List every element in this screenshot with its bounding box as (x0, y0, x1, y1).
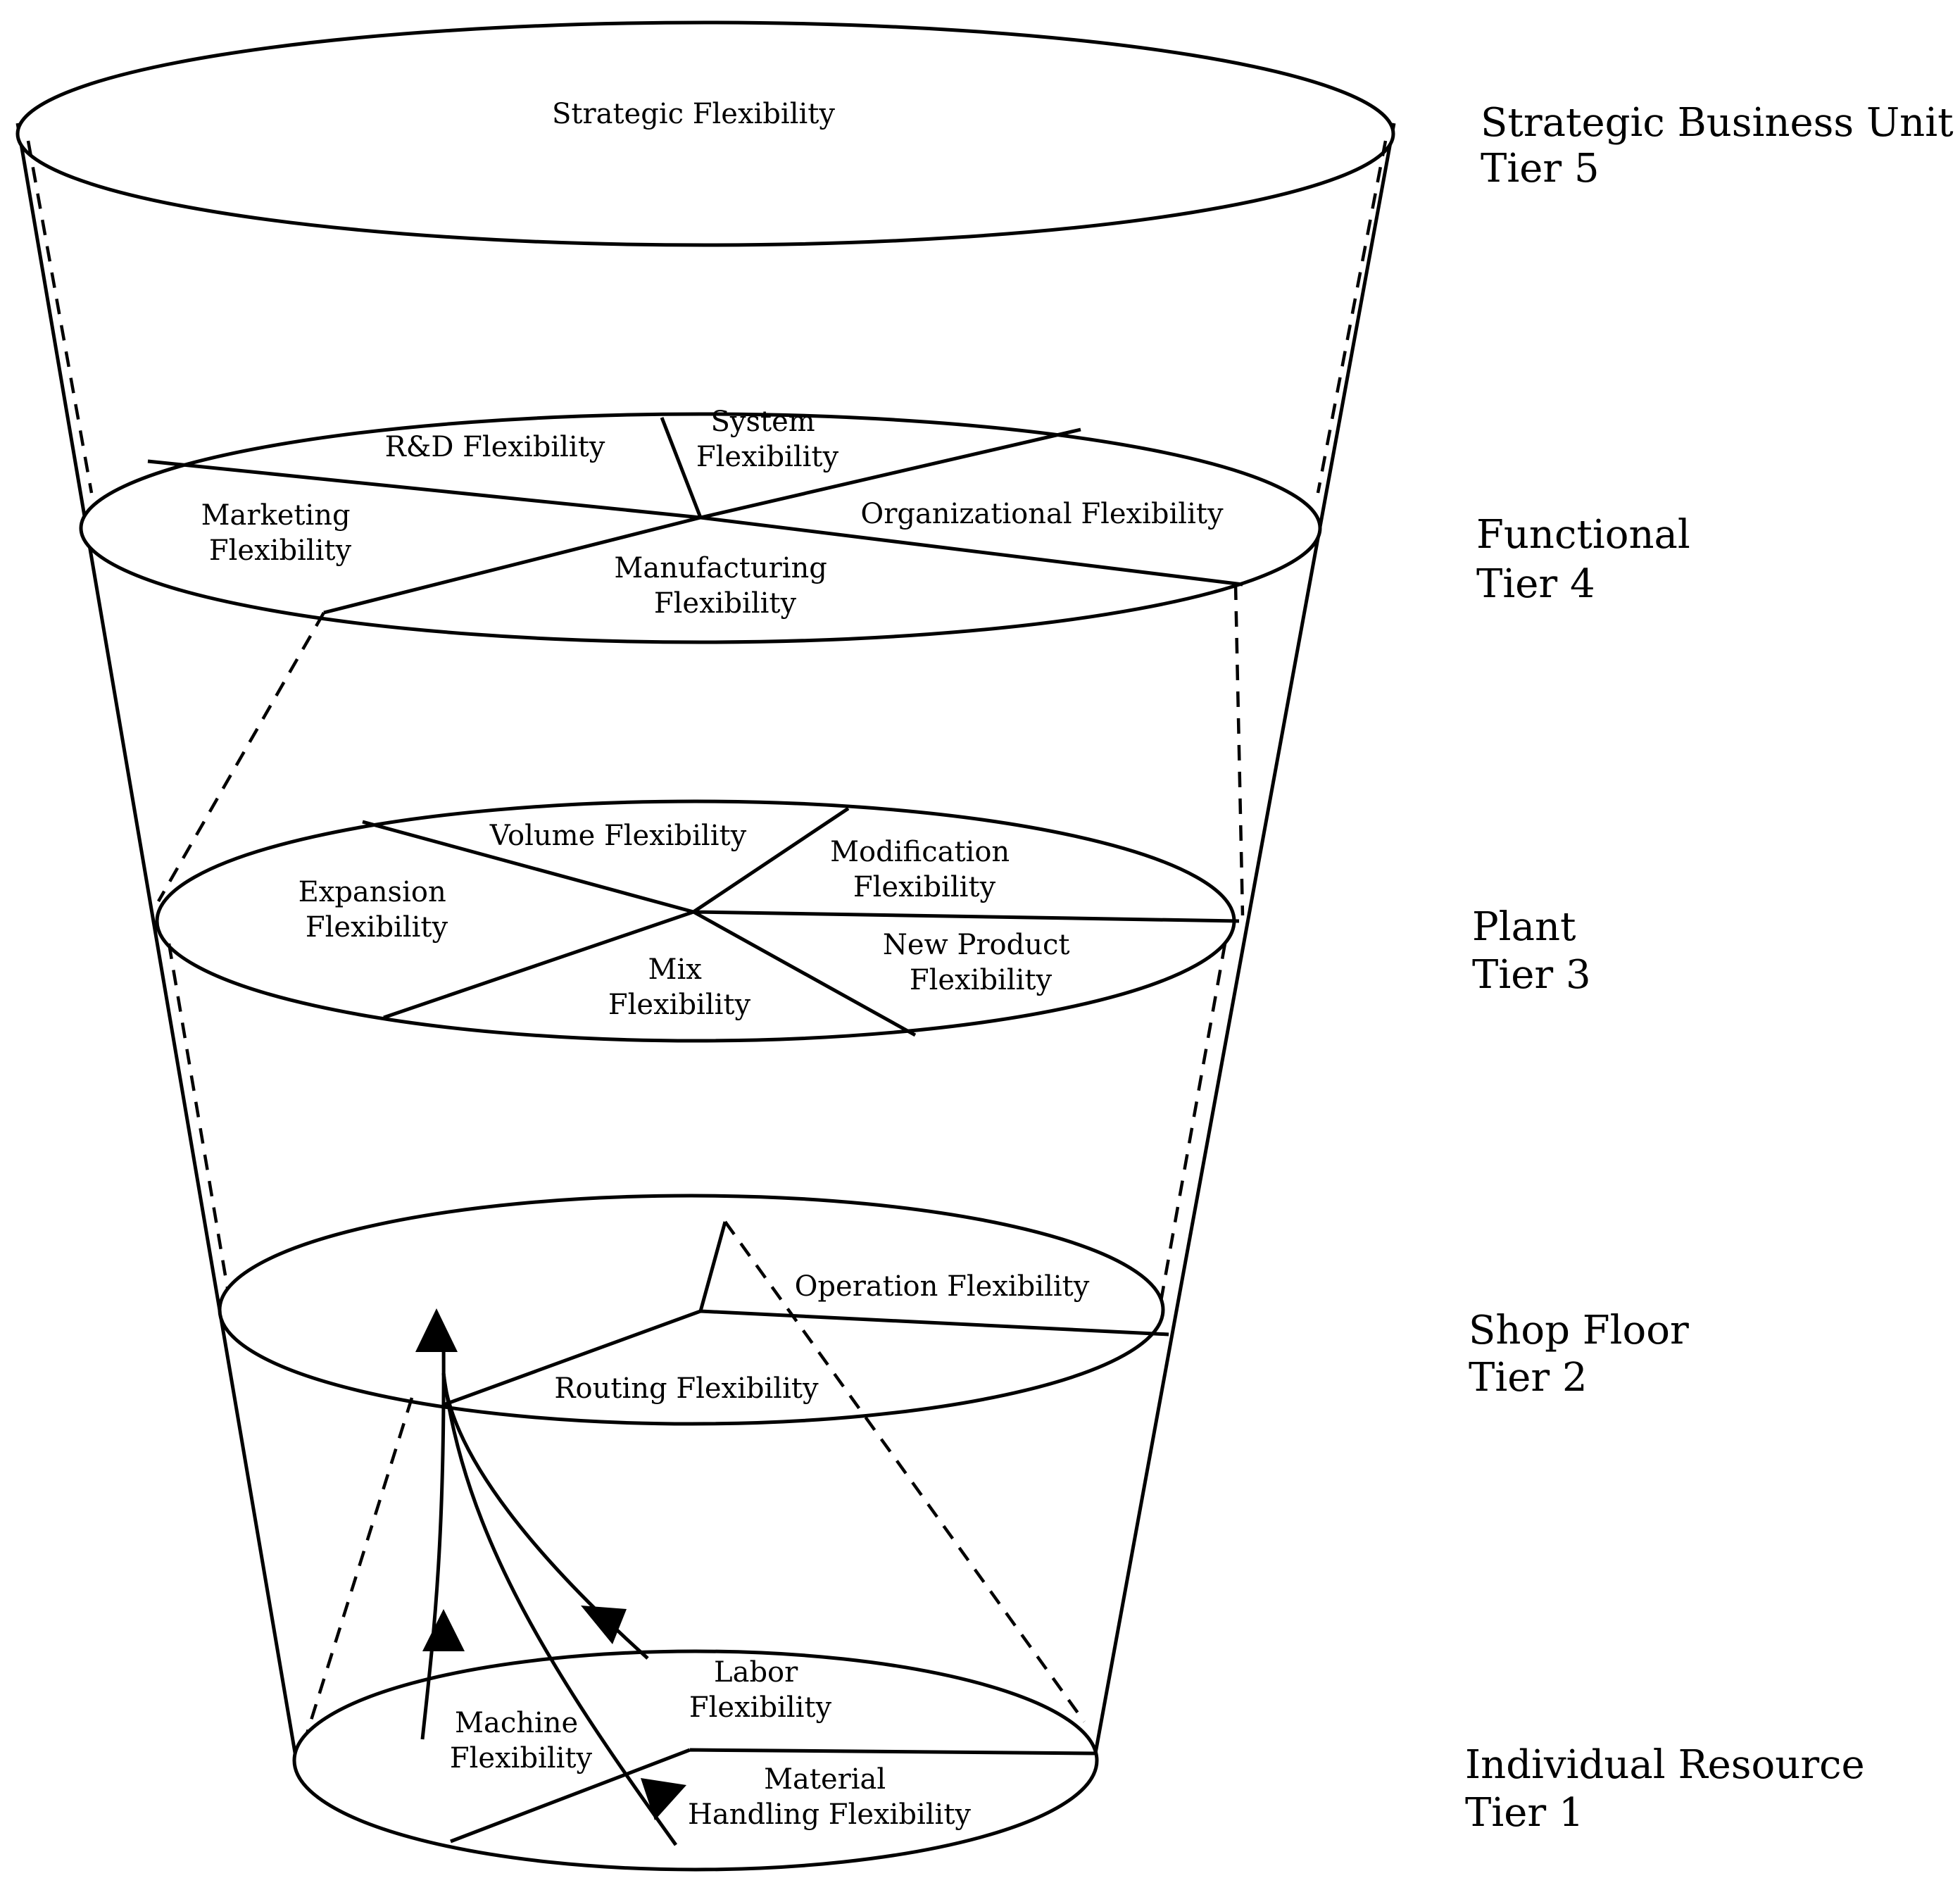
new-product-flexibility-label: New Product Flexibility (883, 929, 1079, 996)
resource-arrows (415, 1308, 686, 1846)
tier3-dashed-left (167, 943, 234, 1318)
tier2-dashed-from-apex (724, 1220, 1086, 1723)
machine-arrow-head-mid (422, 1609, 465, 1651)
machine-arrow-head-top (415, 1308, 458, 1352)
tier5-dashed-right (1316, 140, 1388, 494)
tier2-divider-lines (443, 1221, 1169, 1407)
tier3-dashed-right (1156, 943, 1227, 1318)
tier3-label: Plant Tier 3 (1472, 904, 1591, 998)
mix-flexibility-label: Mix Flexibility (608, 953, 751, 1021)
rd-flexibility-label: R&D Flexibility (385, 431, 605, 463)
operation-flexibility-label: Operation Flexibility (795, 1270, 1090, 1303)
expansion-flexibility-label: Expansion Flexibility (299, 876, 456, 944)
tier3-ellipse-group: Volume Flexibility Modification Flexibil… (155, 799, 1240, 1318)
tier5-ellipse (15, 20, 1395, 247)
tier4-ellipse-group: R&D Flexibility System Flexibility Marke… (79, 406, 1322, 916)
tier4-dashed-left (157, 611, 325, 903)
volume-flexibility-label: Volume Flexibility (489, 820, 747, 852)
tier2-dashed-left (304, 1397, 414, 1736)
material-arrow-head (641, 1778, 686, 1820)
tier1-ellipse (292, 1649, 1099, 1872)
tier2-label: Shop Floor Tier 2 (1469, 1308, 1702, 1401)
organizational-flexibility-label: Organizational Flexibility (860, 498, 1224, 530)
material-handling-flexibility-label: Material Handling Flexibility (688, 1763, 971, 1831)
manufacturing-flexibility-label: Manufacturing Flexibility (614, 552, 836, 620)
tier1-label: Individual Resource Tier 1 (1465, 1742, 1877, 1836)
system-flexibility-label: System Flexibility (696, 406, 839, 473)
modification-flexibility-label: Modification Flexibility (830, 836, 1019, 903)
tier4-ellipse (79, 412, 1322, 644)
machine-arrow-line (420, 1337, 446, 1740)
tier1-divider-lines (450, 1748, 1095, 1844)
tier2-ellipse-group: Operation Flexibility Routing Flexibilit… (218, 1194, 1169, 1736)
strategic-flexibility-label: Strategic Flexibility (552, 98, 835, 130)
tier4-label: Functional Tier 4 (1476, 512, 1703, 607)
tier3-divider-lines (362, 806, 1240, 1037)
tier5-ellipse-group: Strategic Flexibility (15, 20, 1395, 494)
machine-flexibility-label: Machine Flexibility (450, 1707, 593, 1775)
routing-flexibility-label: Routing Flexibility (554, 1372, 819, 1405)
funnel-left-side (15, 123, 298, 1758)
tier2-ellipse (218, 1194, 1165, 1426)
funnel-right-side (1093, 123, 1396, 1758)
tier4-divider-lines (147, 417, 1243, 615)
tier5-label: Strategic Business Unit Tier 5 (1481, 100, 1960, 192)
marketing-flexibility-label: Marketing Flexibility (201, 499, 360, 567)
tier1-ellipse-group: Labor Flexibility Machine Flexibility Ma… (292, 1649, 1099, 1872)
labor-flexibility-label: Labor Flexibility (689, 1656, 832, 1724)
material-arrow-line (441, 1372, 678, 1846)
tier4-dashed-right (1233, 584, 1245, 916)
labor-arrow-head (581, 1606, 627, 1644)
tier5-dashed-left (26, 140, 94, 494)
tier-labels: Strategic Business Unit Tier 5 Functiona… (1465, 100, 1960, 1836)
